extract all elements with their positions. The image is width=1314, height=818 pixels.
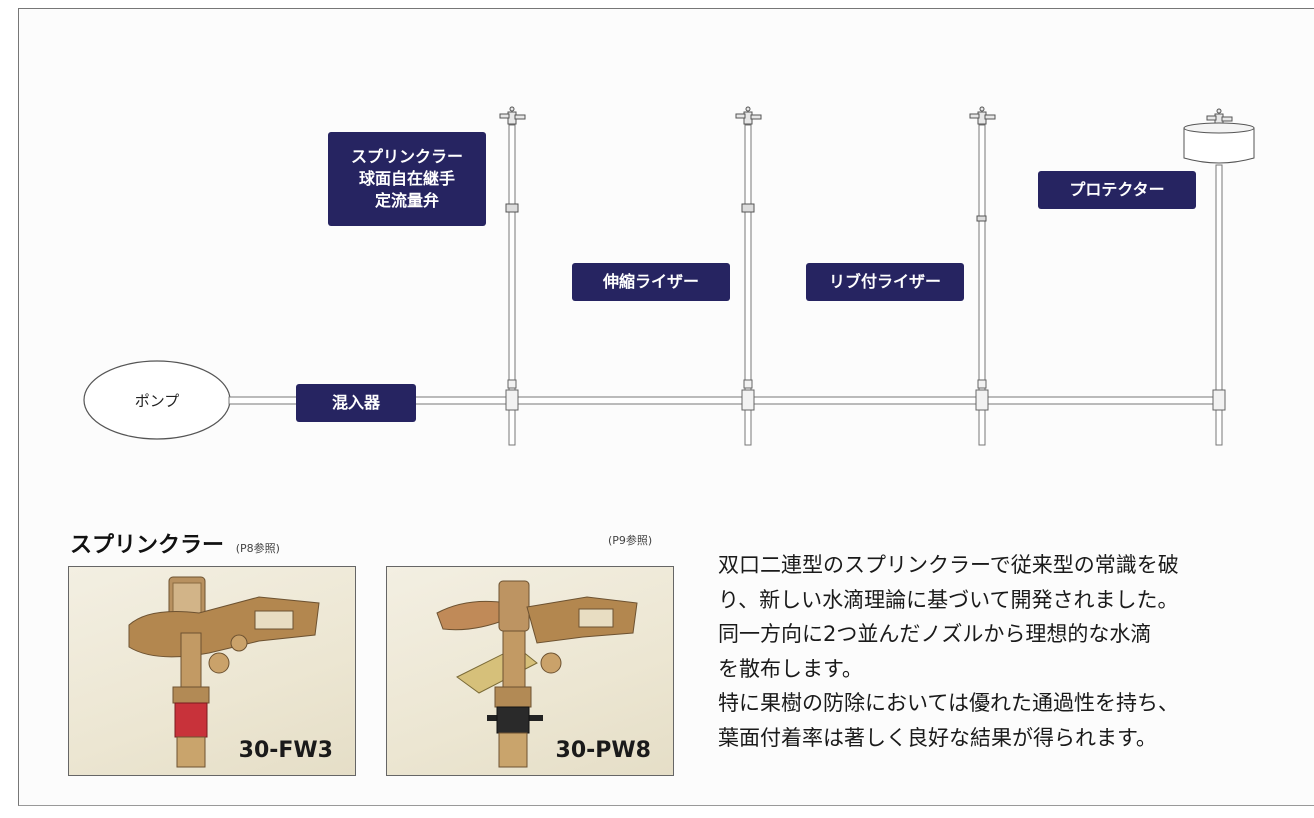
product-photo-30fw3: 30-FW3 <box>68 566 356 776</box>
product-model-2: 30-PW8 <box>555 738 651 763</box>
pump-label: ポンプ <box>134 392 180 410</box>
pipe-joints <box>505 379 1226 411</box>
description-line: 葉面付着率は著しく良好な結果が得られます。 <box>718 725 1157 750</box>
description-line: 双口二連型のスプリンクラーで従来型の常識を破 <box>718 553 1179 577</box>
ribbed-riser-label: リブ付ライザー <box>806 263 964 301</box>
sprinkler-head-icons <box>499 106 1233 127</box>
sprinkler-image-30fw3 <box>128 576 320 768</box>
product-description: 双口二連型のスプリンクラーで従来型の常識を破 り、新しい水滴理論に基づいて開発さ… <box>718 548 1308 756</box>
protector-label: プロテクター <box>1038 171 1196 209</box>
product-model-1: 30-FW3 <box>238 738 333 763</box>
section-title: スプリンクラー (P8参照) <box>70 533 280 558</box>
riser-pipes <box>508 124 1223 446</box>
product-photo-30pw8: 30-PW8 <box>386 566 674 776</box>
description-line: 特に果樹の防除においては優れた通過性を持ち、 <box>718 691 1179 716</box>
description-line: を散布します。 <box>718 656 863 681</box>
page-ref-left: (P8参照) <box>235 542 280 555</box>
sprinkler-image-30pw8 <box>436 580 638 768</box>
description-line: 同一方向に2つ並んだノズルから理想的な水滴 <box>718 622 1152 647</box>
description-line: り、新しい水滴理論に基づいて開発されました。 <box>718 587 1179 612</box>
page-ref-right: (P9参照) <box>608 534 653 547</box>
sprinkler-parts-label: スプリンクラー 球面自在継手 定流量弁 <box>328 132 486 226</box>
riser-clamps <box>505 203 987 222</box>
mixer-label: 混入器 <box>296 384 416 422</box>
telescopic-riser-label: 伸縮ライザー <box>572 263 730 301</box>
protector-shape <box>1183 122 1255 164</box>
